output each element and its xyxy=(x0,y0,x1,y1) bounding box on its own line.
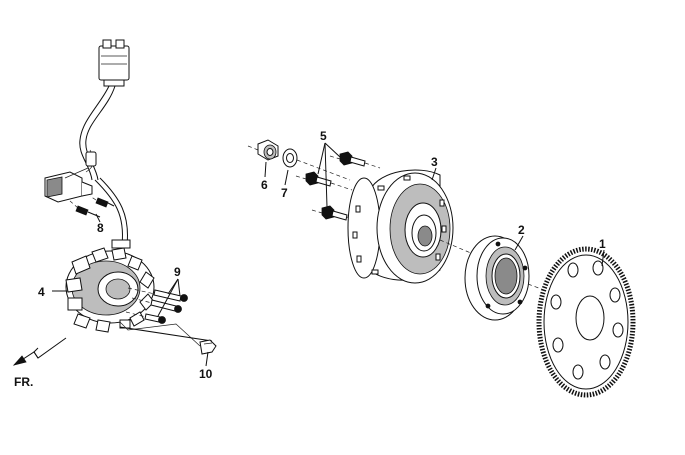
part-number-5: 5 xyxy=(320,129,327,143)
one-way-clutch-bolts xyxy=(295,151,381,221)
part-number-9: 9 xyxy=(174,265,181,279)
flywheel-washer xyxy=(282,148,351,181)
wire-connector xyxy=(98,39,130,87)
one-way-clutch xyxy=(464,235,530,321)
part-number-8: 8 xyxy=(97,221,104,235)
wire-harness xyxy=(79,85,129,246)
flywheel-rotor xyxy=(347,169,454,284)
part-number-10: 10 xyxy=(199,367,213,381)
wire-clamp xyxy=(119,321,217,355)
stator-assembly xyxy=(44,39,217,355)
part-number-6: 6 xyxy=(261,178,268,192)
part-number-3: 3 xyxy=(431,155,438,169)
part-number-4: 4 xyxy=(38,285,45,299)
pulser-screws xyxy=(69,195,115,218)
leader-lines xyxy=(52,142,605,367)
flywheel-nut xyxy=(247,139,279,161)
part-number-2: 2 xyxy=(518,223,525,237)
stator xyxy=(65,239,155,333)
pulser-coil xyxy=(44,167,93,203)
front-label: FR. xyxy=(14,375,33,389)
front-direction-arrow xyxy=(12,337,67,366)
part-number-1: 1 xyxy=(599,237,606,251)
starter-driven-gear xyxy=(536,246,636,398)
part-number-7: 7 xyxy=(281,186,288,200)
